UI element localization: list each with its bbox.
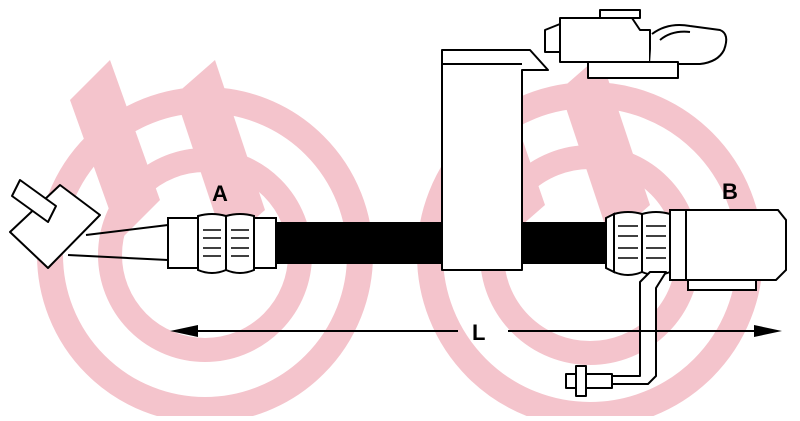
label-end-b: B	[722, 179, 738, 204]
label-length: L	[472, 320, 485, 345]
mid-bracket	[441, 49, 549, 271]
left-bracket-fitting	[9, 179, 169, 269]
length-dimension-arrow	[170, 325, 782, 337]
label-end-a: A	[212, 181, 228, 206]
right-lower-bracket	[565, 271, 667, 397]
hose-end-fitting-a	[167, 213, 277, 274]
hose-end-fitting-b	[605, 209, 787, 291]
top-mounting-clip	[544, 9, 728, 79]
